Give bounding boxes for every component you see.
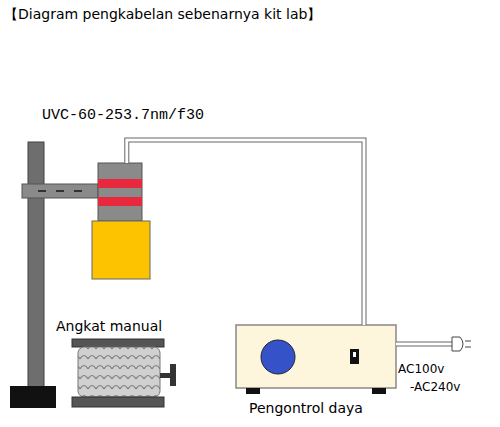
jack-top-plate <box>72 339 164 347</box>
jack-bottom-plate <box>72 397 164 407</box>
node-label: UVC-60-253.7nm/f30 <box>42 107 204 124</box>
controller-switch <box>350 349 359 364</box>
voltage-label: -AC240v <box>410 381 460 395</box>
clamp-arm <box>22 184 98 198</box>
jack-coil <box>78 347 160 397</box>
lamp-cable <box>127 140 364 325</box>
stand-base <box>10 386 56 408</box>
controller-body <box>236 325 396 388</box>
switch-lever <box>353 352 356 357</box>
stand-pole <box>28 142 44 388</box>
lamp-band <box>98 179 142 188</box>
node-label: Pengontrol daya <box>249 400 363 416</box>
lamp-housing <box>98 163 142 221</box>
jack-handle <box>170 364 176 386</box>
controller-knob <box>261 340 295 374</box>
jack-label: Angkat manual <box>56 318 162 334</box>
clamp-marks <box>38 190 82 192</box>
controller-foot <box>246 388 260 394</box>
power-cord <box>396 337 471 351</box>
voltage-label: AC100v <box>398 363 444 377</box>
power-controller: Pengontrol daya <box>236 325 396 388</box>
diagram-title: 【Diagram pengkabelan sebenarnya kit lab】 <box>4 6 321 22</box>
controller-foot <box>372 388 386 394</box>
lamp-head <box>92 221 150 279</box>
lamp-band <box>98 197 142 206</box>
lamp-unit: UVC-60-253.7nm/f30 <box>92 163 150 279</box>
